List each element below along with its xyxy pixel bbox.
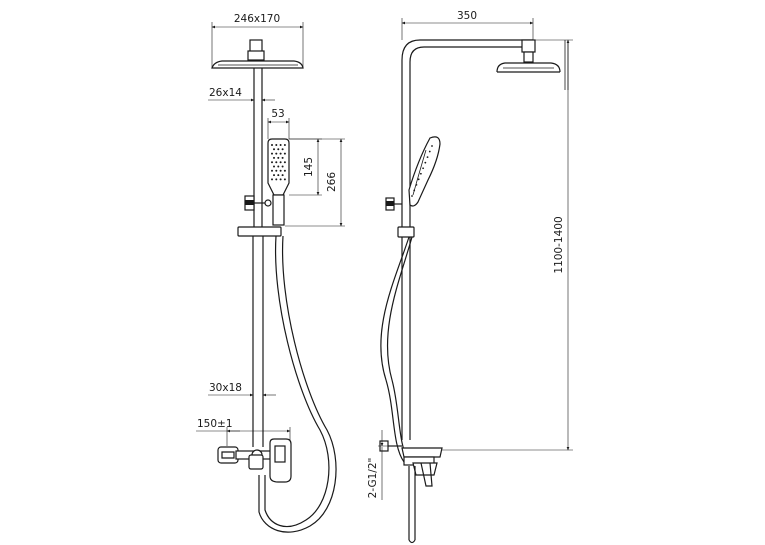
spray-nozzle-dots [271,144,286,181]
dimension-upper-pipe: 26x14 [208,87,275,102]
side-view: 350 1100-1400 [367,10,573,544]
upper-pipe [253,68,263,232]
nozzle-dot [275,178,278,181]
slide-bar-holder [237,226,282,237]
nozzle-dot [283,152,286,155]
nozzle-dot [271,169,273,172]
nozzle-dot [271,144,273,146]
dimension-inlet-spacing: 150±1 [196,418,291,446]
nozzle-dot [279,152,282,155]
nozzle-dot [279,169,282,172]
dimension-hand-length: 145 [289,138,322,196]
nozzle-dot [283,161,286,164]
nozzle-dot [277,148,280,151]
dimension-arm-reach: 350 [401,10,534,45]
nozzle-dot [273,174,275,177]
dimension-hand-width: 53 [267,108,290,139]
dimension-inlet-thread: 2-G1/2" [367,430,395,500]
side-mixer-valve [379,440,443,544]
upper-pipe-label: 26x14 [209,87,242,99]
nozzle-dot [271,161,273,164]
nozzle-dot [271,152,273,155]
nozzle-dot [283,178,286,181]
side-nozzle-dot [417,178,420,181]
side-flexible-hose [380,236,413,463]
hand-shower [267,138,290,226]
nozzle-dot [281,156,284,159]
diverter-knob [244,195,272,211]
side-nozzle-dot [428,150,431,153]
nozzle-dot [281,148,284,151]
dimension-hand-holder: 266 [285,138,345,227]
side-nozzle-dot [413,189,416,192]
nozzle-dot [277,156,280,159]
arm-reach-label: 350 [457,10,477,22]
nozzle-dot [273,165,275,168]
hand-width-label: 53 [271,108,284,120]
nozzle-dot [275,152,278,155]
side-nozzle-dot [424,161,427,164]
nozzle-dot [283,144,286,146]
riser-with-arm [401,39,533,440]
nozzle-dot [277,165,280,168]
side-slide-holder [397,226,415,238]
nozzle-dot [273,156,275,159]
nozzle-dot [277,174,280,177]
hand-length-label: 145 [303,157,315,177]
nozzle-dot [279,178,282,181]
side-nozzle-dot [422,167,425,170]
nozzle-dot [281,165,284,168]
side-diverter [385,197,402,211]
rain-shower-head [211,39,304,69]
side-hand-shower [408,136,441,207]
inlet-thread-label: 2-G1/2" [367,458,379,499]
nozzle-dot [279,161,282,164]
side-head-connector [496,39,561,73]
side-nozzle-dot [431,145,433,147]
nozzle-dot [275,169,278,172]
nozzle-dot [281,174,284,177]
mixer-valve [217,438,292,483]
side-nozzle-dot [411,195,413,197]
head-size-label: 246x170 [234,13,280,25]
hand-holder-label: 266 [326,172,338,192]
side-nozzle-dot [415,183,418,186]
nozzle-dot [275,144,278,146]
side-nozzle-dot [419,172,422,175]
height-range-label: 1100-1400 [553,216,565,273]
side-spray-dots [411,145,433,197]
lower-pipe-label: 30x18 [209,382,242,394]
nozzle-dot [273,148,275,151]
dimension-lower-pipe: 30x18 [208,382,276,397]
nozzle-dot [279,144,282,146]
front-view: 246x170 26x14 [196,13,345,533]
side-nozzle-dot [426,156,429,159]
nozzle-dot [283,169,286,172]
flexible-hose [258,235,337,533]
wall-profile [564,40,569,90]
dimension-head-size: 246x170 [211,13,304,68]
nozzle-dot [275,161,278,164]
inlet-spacing-label: 150±1 [197,418,233,430]
nozzle-dot [271,178,273,181]
dimension-height-range: 1100-1400 [440,39,573,451]
lower-pipe [252,236,264,447]
